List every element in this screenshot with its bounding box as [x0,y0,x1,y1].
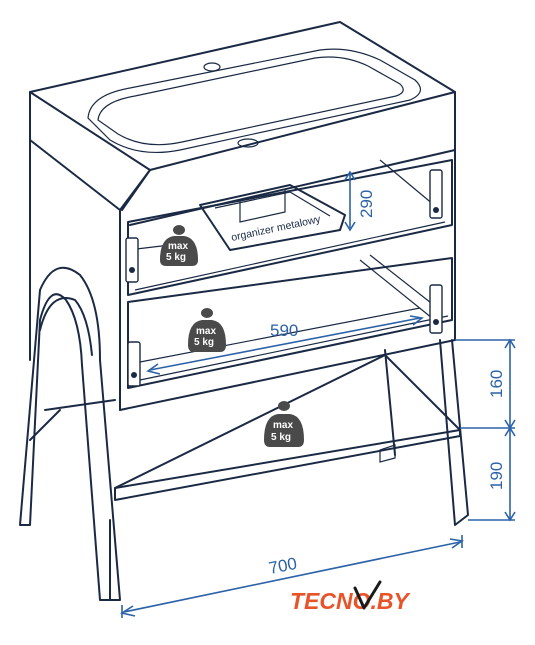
dim-total-width: 700 [119,535,465,618]
weight-lower-line1: max [273,420,293,431]
weight-upper-line1: max [168,241,188,252]
dim-gap-lower-label: 190 [487,462,506,490]
frame-legs [19,266,469,601]
cabinet-body [29,139,456,411]
weight-icon-upper: max 5 kg [160,225,198,266]
dim-drawer-width-label: 590 [270,321,298,340]
logo-text: TECNO.BY [290,588,412,614]
slide-hardware [125,169,443,387]
dim-total-width-label: 700 [267,554,298,578]
dim-drawer-height-label: 290 [357,190,376,218]
dim-vertical-right: 160 190 [455,338,516,522]
weight-lower-line2: 5 kg [271,432,291,443]
dim-gap-upper-label: 160 [487,370,506,398]
weight-upper-line2: 5 kg [166,252,186,263]
dim-drawer-height: 290 [344,170,376,232]
weight-icon-lower: max 5 kg [264,401,304,447]
weight-middle-line1: max [196,326,216,337]
organizer-label: organizer metalowy [230,213,322,244]
weight-icon-middle: max 5 kg [188,308,226,352]
dim-drawer-width: 590 [146,315,424,375]
weight-middle-line2: 5 kg [194,337,214,348]
brand-logo: TECNO.BY [290,580,412,614]
